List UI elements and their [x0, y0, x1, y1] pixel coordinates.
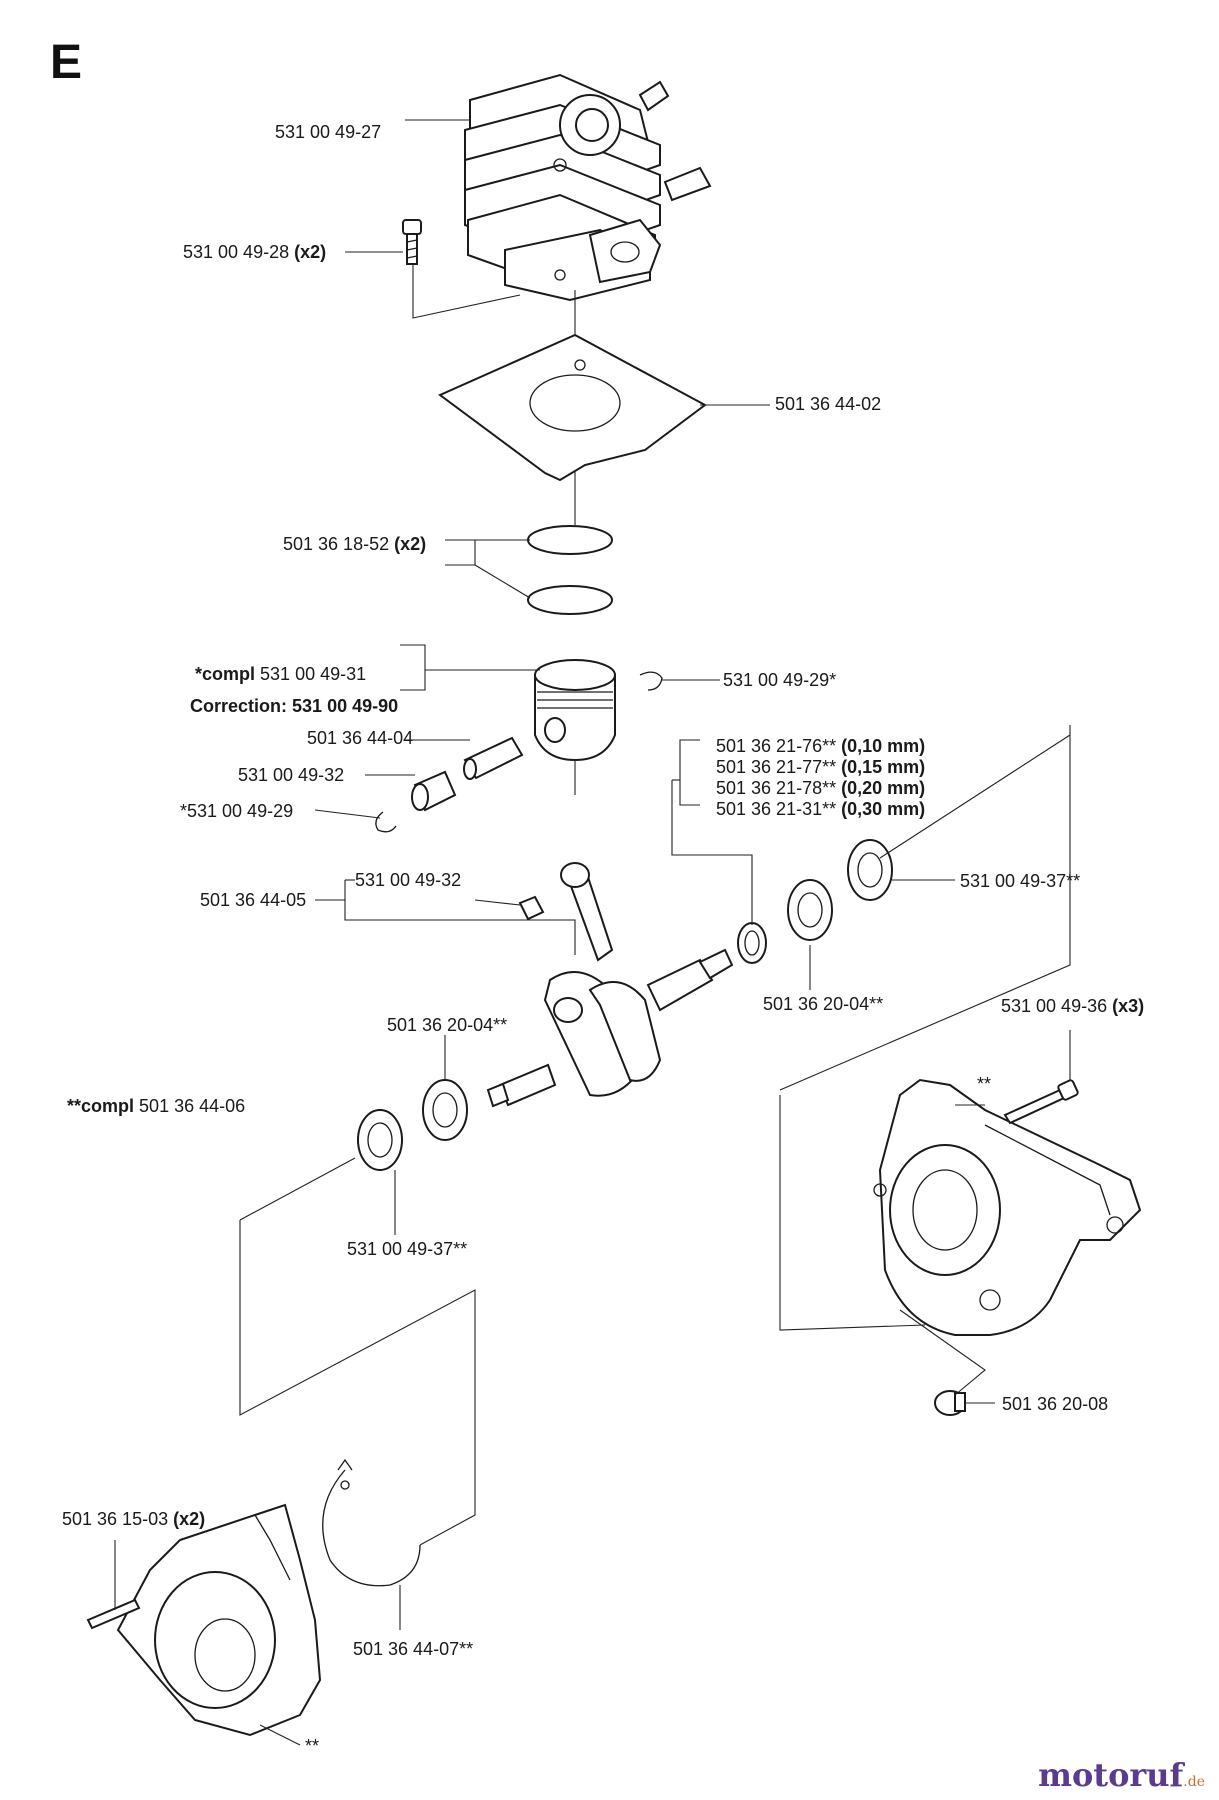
crankcase-left: [116, 1503, 322, 1737]
label-piston-rings: 501 36 18-52 (x2): [283, 534, 426, 554]
cylinder-gasket: [438, 333, 707, 482]
crankcase-plug: [934, 1390, 966, 1416]
part-labels: 531 00 49-27 531 00 49-28 (x2) 501 36 44…: [62, 122, 1144, 1756]
label-right-bearing: 501 36 20-04**: [763, 994, 883, 1014]
crankcase-gasket: [322, 1458, 421, 1587]
label-cylinder-screw: 531 00 49-28 (x2): [183, 242, 326, 262]
watermark-logo: motoruf.de: [1038, 1756, 1205, 1794]
label-left-seal: 531 00 49-37**: [347, 1239, 467, 1259]
label-shim-3: 501 36 21-78** (0,20 mm): [716, 778, 925, 798]
label-stud-bolt: 501 36 15-03 (x2): [62, 1509, 205, 1529]
label-shim-2: 501 36 21-77** (0,15 mm): [716, 757, 925, 777]
leader-lines: [114, 119, 1071, 1746]
label-star-marker-2: **: [305, 1736, 319, 1756]
section-letter: E: [50, 36, 82, 89]
label-cylinder-gasket: 501 36 44-02: [775, 394, 881, 414]
label-crankcase-gasket: 501 36 44-07**: [353, 1639, 473, 1659]
piston-circlip-right: [639, 671, 663, 691]
crankshaft: [486, 862, 734, 1108]
label-piston: *compl 531 00 49-31: [195, 664, 366, 684]
label-small-bearing: 531 00 49-32: [355, 870, 461, 890]
right-bearing: [787, 879, 833, 941]
label-piston-pin: 501 36 44-04: [307, 728, 413, 748]
piston-pin: [463, 736, 524, 780]
small-needle-bearing: [518, 895, 545, 921]
needle-bearing: [411, 770, 457, 812]
label-circlip-left: *531 00 49-29: [180, 801, 293, 821]
label-right-seal: 531 00 49-37**: [960, 871, 1080, 891]
left-bearing: [422, 1079, 468, 1141]
label-star-marker: **: [977, 1074, 991, 1094]
label-crankcase-set: **compl 501 36 44-06: [67, 1096, 245, 1116]
label-crankcase-screw: 531 00 49-36 (x3): [1001, 996, 1144, 1016]
right-seal: [847, 839, 893, 901]
label-plug: 501 36 20-08: [1002, 1394, 1108, 1414]
label-shim-1: 501 36 21-76** (0,10 mm): [716, 736, 925, 756]
label-shim-4: 501 36 21-31** (0,30 mm): [716, 799, 925, 819]
label-correction: Correction: 531 00 49-90: [190, 696, 398, 716]
piston-rings: [527, 525, 613, 615]
shim-washer: [737, 922, 767, 964]
label-crankshaft: 501 36 44-05: [200, 890, 306, 910]
watermark-suffix: .de: [1183, 1774, 1205, 1790]
crankcase-right: [873, 1078, 1142, 1336]
piston-circlip-left: [375, 811, 397, 833]
cylinder-part: [464, 73, 712, 302]
left-seal: [357, 1109, 403, 1171]
label-needle-bearing: 531 00 49-32: [238, 765, 344, 785]
watermark-text: motoruf: [1038, 1756, 1184, 1794]
label-cylinder: 531 00 49-27: [275, 122, 381, 142]
piston: [534, 659, 616, 762]
label-circlip-right: 531 00 49-29*: [723, 670, 836, 690]
stud-bolt: [86, 1598, 141, 1630]
cylinder-screw: [402, 219, 422, 265]
crankcase-screw: [1003, 1079, 1079, 1125]
label-left-bearing: 501 36 20-04**: [387, 1015, 507, 1035]
